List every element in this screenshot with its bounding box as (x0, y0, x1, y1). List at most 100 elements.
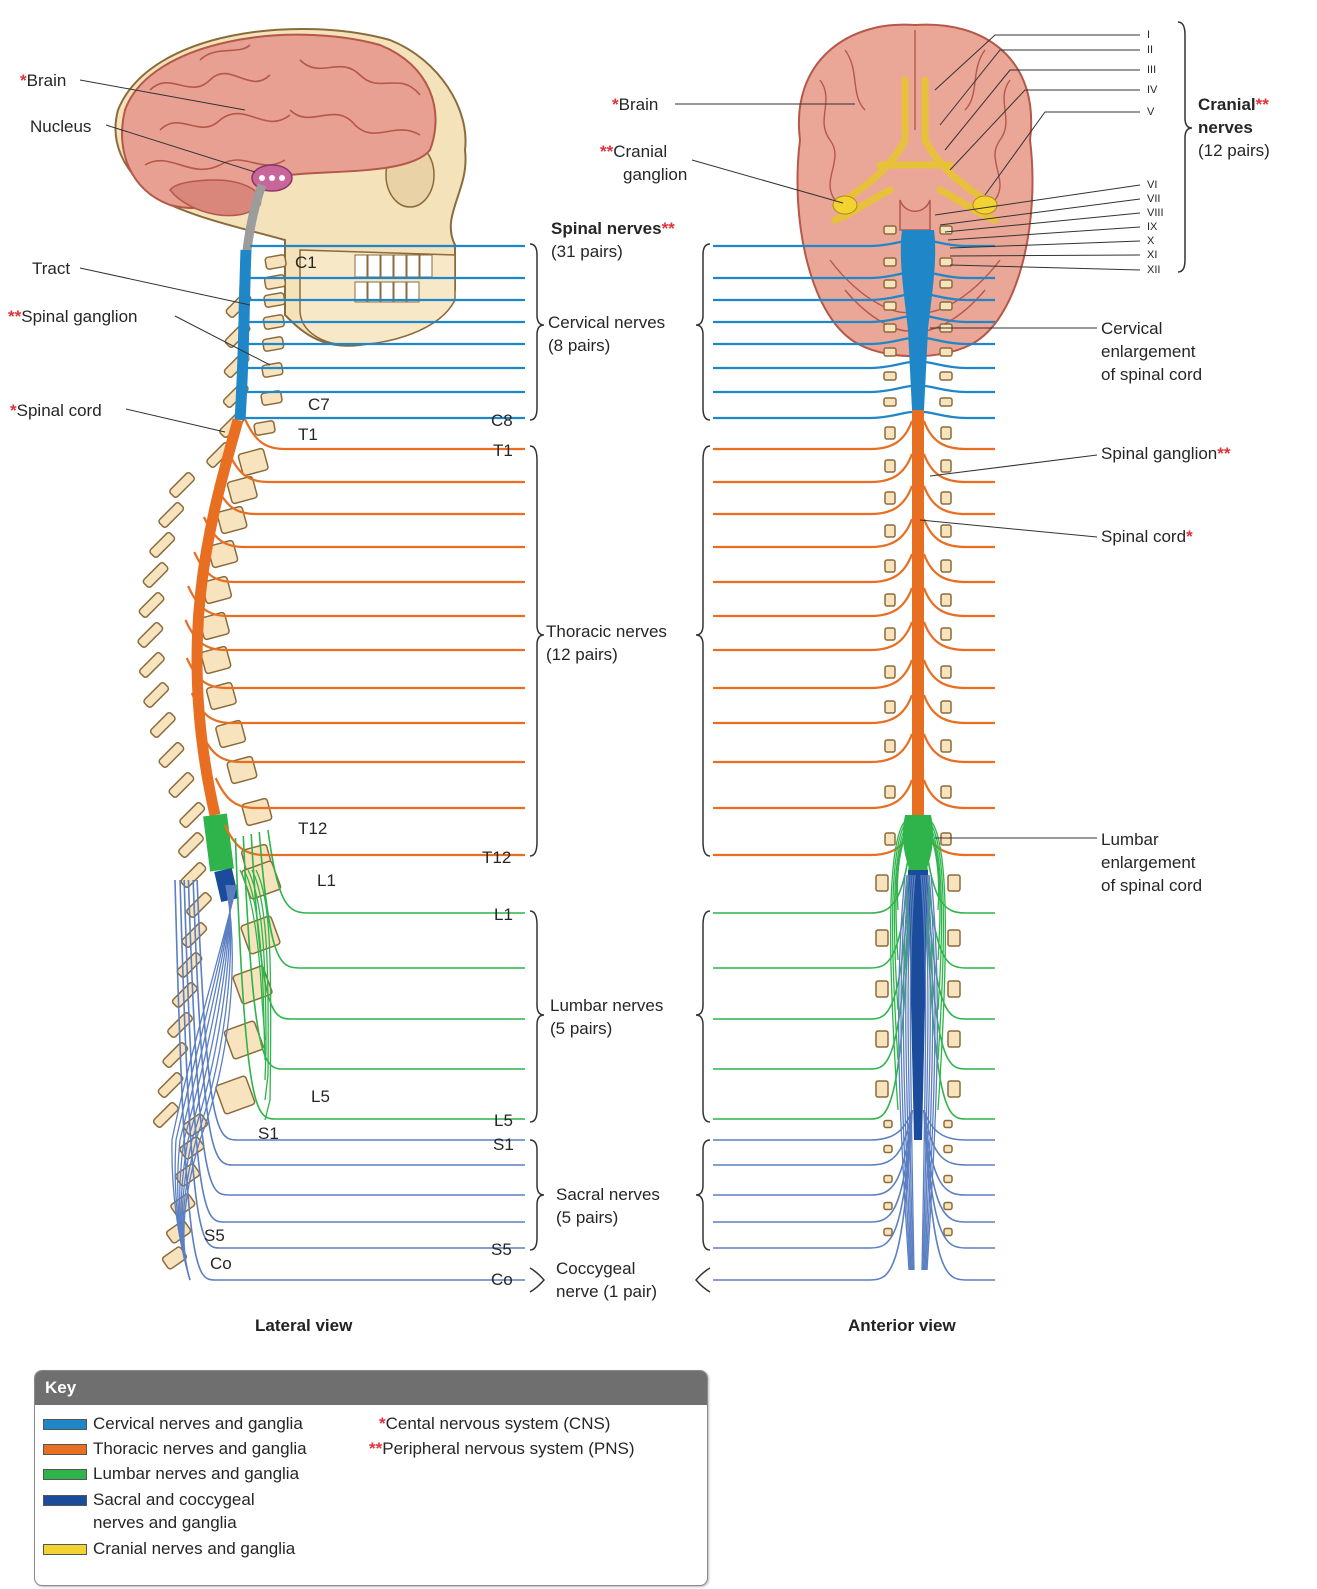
cranial-roman-9: IX (1147, 221, 1157, 234)
anterior-spinal-ganglion-label: Spinal ganglion** (1101, 443, 1231, 464)
cranial-roman-7: VII (1147, 193, 1160, 206)
cranial-roman-11: XI (1147, 249, 1157, 262)
lateral-nerve-thoracic (188, 586, 525, 616)
lateral-nerve-thoracic (192, 693, 525, 723)
range-label-s1: S1 (493, 1134, 514, 1155)
sacral-nerves-label: Sacral nerves (556, 1184, 660, 1205)
coccygeal-nerve-label: Coccygeal (556, 1258, 635, 1279)
anterior-vertebra-right (941, 525, 951, 537)
anterior-vertebra-right (941, 701, 951, 713)
tract-label: Tract (32, 258, 70, 279)
anterior-nerve-thoracic (924, 695, 995, 723)
key-title: Key (35, 1371, 707, 1405)
cranial-ganglion (833, 196, 857, 214)
anterior-vertebra-left (884, 1146, 892, 1153)
cranial-roman-8: VIII (1147, 207, 1164, 220)
anterior-vertebra-right (941, 594, 951, 606)
anterior-nerve-sacral (713, 1110, 912, 1222)
anterior-nerve-cervical (713, 412, 912, 418)
anterior-nerve-cervical (924, 362, 995, 368)
spinous-process (176, 952, 203, 979)
anterior-vertebra-right (944, 1146, 952, 1153)
anterior-vertebra-left (884, 258, 896, 266)
spinous-process (158, 502, 185, 529)
anterior-nerve-thoracic (713, 660, 912, 688)
vertebra-label-l5: L5 (311, 1086, 330, 1107)
anterior-vertebra-left (876, 875, 888, 891)
anterior-nerve-thoracic (924, 660, 995, 688)
anterior-vertebra-right (940, 302, 952, 310)
spinous-process (138, 652, 165, 679)
spinous-process (142, 562, 169, 589)
key-swatch-cervical (43, 1419, 87, 1430)
vertebra-label-c7: C7 (308, 394, 330, 415)
cervical-enlargement-label-1: Cervical (1101, 318, 1162, 339)
anterior-vertebra-right (940, 348, 952, 356)
lateral-nerve-thoracic (204, 517, 525, 547)
anterior-vertebra-right (944, 1229, 952, 1236)
anterior-vertebra-left (885, 560, 895, 572)
range-label-t12: T12 (482, 847, 511, 868)
anterior-nerve-thoracic (924, 454, 995, 482)
anterior-nerve-cervical (713, 362, 912, 368)
anterior-nerve-thoracic (713, 554, 912, 582)
lateral-nerve-thoracic (194, 552, 525, 582)
vertebra (265, 254, 287, 269)
anterior-vertebra-left (884, 226, 896, 234)
anterior-vertebra-left (884, 1229, 892, 1236)
key-cns: *Cental nervous system (CNS) (379, 1413, 610, 1434)
cranial-roman-5: V (1147, 106, 1154, 119)
anterior-nerve-thoracic (713, 734, 912, 762)
lumbar-enlargement-label-3: of spinal cord (1101, 875, 1202, 896)
key-item-cranial: Cranial nerves and ganglia (93, 1538, 295, 1559)
anterior-vertebra-right (948, 1031, 960, 1047)
cranial-roman-3: III (1147, 64, 1156, 77)
lateral-nerve-lumbar (243, 836, 525, 1069)
cranial-nerves-label-1: Cranial** (1198, 94, 1269, 115)
legend-key: Key Cervical nerves and ganglia Thoracic… (34, 1370, 708, 1586)
key-item-lumbar: Lumbar nerves and ganglia (93, 1463, 299, 1484)
lumbar-nerves-count: (5 pairs) (550, 1018, 612, 1039)
anterior-nerve-sacral (713, 1110, 912, 1195)
anterior-vertebra-right (940, 398, 952, 406)
key-item-sacral-2: nerves and ganglia (93, 1512, 237, 1533)
lateral-view-title: Lateral view (255, 1316, 352, 1336)
cranial-roman-12: XII (1147, 264, 1160, 277)
vertebra-label-c1: C1 (295, 252, 317, 273)
anterior-vertebra-right (941, 560, 951, 572)
anterior-nerve-thoracic (924, 486, 995, 514)
anterior-vertebra-left (884, 280, 896, 288)
cervical-enlargement-label-3: of spinal cord (1101, 364, 1202, 385)
key-item-sacral-1: Sacral and coccygeal (93, 1489, 255, 1510)
anterior-nerve-thoracic (713, 486, 912, 514)
anterior-vertebra-right (948, 930, 960, 946)
thoracic-nerves-count: (12 pairs) (546, 644, 618, 665)
key-item-thoracic: Thoracic nerves and ganglia (93, 1438, 307, 1459)
lateral-nerve-thoracic (187, 658, 525, 688)
anterior-vertebra-left (885, 666, 895, 678)
vertebra-label-l1: L1 (317, 870, 336, 891)
cranial-roman-4: IV (1147, 84, 1157, 97)
anterior-vertebra-left (884, 302, 896, 310)
anterior-vertebra-right (948, 1081, 960, 1097)
lateral-nerve-lumbar (268, 830, 525, 913)
cranial-nerves-label-2: nerves (1198, 117, 1253, 138)
thoracic-nerves-label: Thoracic nerves (546, 621, 667, 642)
anterior-vertebra-right (941, 460, 951, 472)
spinous-process (143, 682, 170, 709)
vertebra-label-co: Co (210, 1253, 232, 1274)
anterior-vertebra-right (941, 492, 951, 504)
anterior-nerve-cervical (924, 412, 995, 418)
spinous-process (179, 802, 206, 829)
anterior-vertebra-left (884, 1203, 892, 1210)
nucleus-label: Nucleus (30, 116, 91, 137)
anterior-vertebra-left (885, 460, 895, 472)
lateral-nerve-thoracic (228, 452, 525, 482)
anterior-vertebra-left (885, 594, 895, 606)
anterior-vertebra-right (941, 628, 951, 640)
range-label-co: Co (491, 1269, 513, 1290)
cervical-nerves-count: (8 pairs) (548, 335, 610, 356)
anterior-nerve-thoracic (713, 588, 912, 616)
anterior-brain-label: *Brain (612, 94, 658, 115)
anterior-nerve-cervical (924, 386, 995, 392)
